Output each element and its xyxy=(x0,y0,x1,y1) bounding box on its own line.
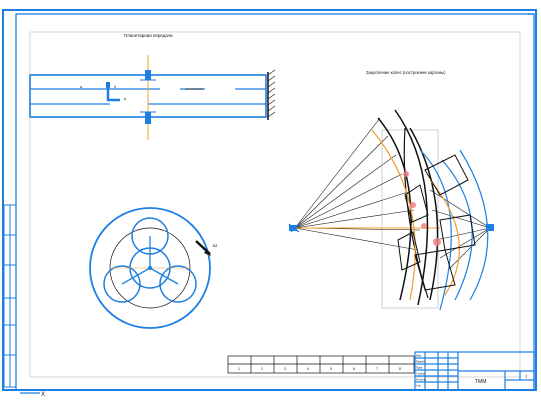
title-row: Разраб. xyxy=(416,360,426,364)
table-cell: 4 xyxy=(307,367,309,371)
inner-frame xyxy=(15,13,535,391)
outer-frame xyxy=(2,9,537,391)
title-row: Н.контр. xyxy=(416,378,426,382)
table-cell: 3 xyxy=(284,367,286,371)
gear-construction xyxy=(288,109,494,311)
planetary-gear-view xyxy=(89,207,211,329)
view-right-label: Зацепление колес (построение картины) xyxy=(366,70,446,75)
table-cell: 8 xyxy=(399,367,401,371)
rotation-mark: ω xyxy=(213,243,217,249)
table-cell: 2 xyxy=(261,367,263,371)
shaft-mark-b: b xyxy=(124,96,127,101)
shaft-mark-a: a xyxy=(80,84,83,89)
title-block-sheet: 1 xyxy=(525,374,528,379)
shaft-mark-h: h xyxy=(114,84,116,89)
paper-boundary xyxy=(29,31,521,378)
origin-mark: X xyxy=(41,392,45,398)
table-cell: 5 xyxy=(330,367,332,371)
table-cell: 6 xyxy=(353,367,355,371)
table-cell: 7 xyxy=(376,367,378,371)
title-row: Утв. xyxy=(416,384,421,388)
parameter-table xyxy=(227,355,415,374)
parameter-table-cells: 1 2 3 4 5 6 7 8 xyxy=(238,367,401,371)
title-block-code: ТММ xyxy=(475,379,486,385)
title-block-rows: Изм. Разраб. Пров. Т.контр. Н.контр. Утв… xyxy=(416,354,426,388)
title-row: Пров. xyxy=(416,366,423,370)
table-cell: 1 xyxy=(238,367,240,371)
title-block xyxy=(414,351,535,391)
shaft-assembly: a h b xyxy=(29,55,276,140)
view-top-label: Планетарная передача xyxy=(124,33,173,38)
title-row: Изм. xyxy=(416,354,422,358)
title-row: Т.контр. xyxy=(416,372,426,376)
margin-stamp xyxy=(3,204,17,388)
